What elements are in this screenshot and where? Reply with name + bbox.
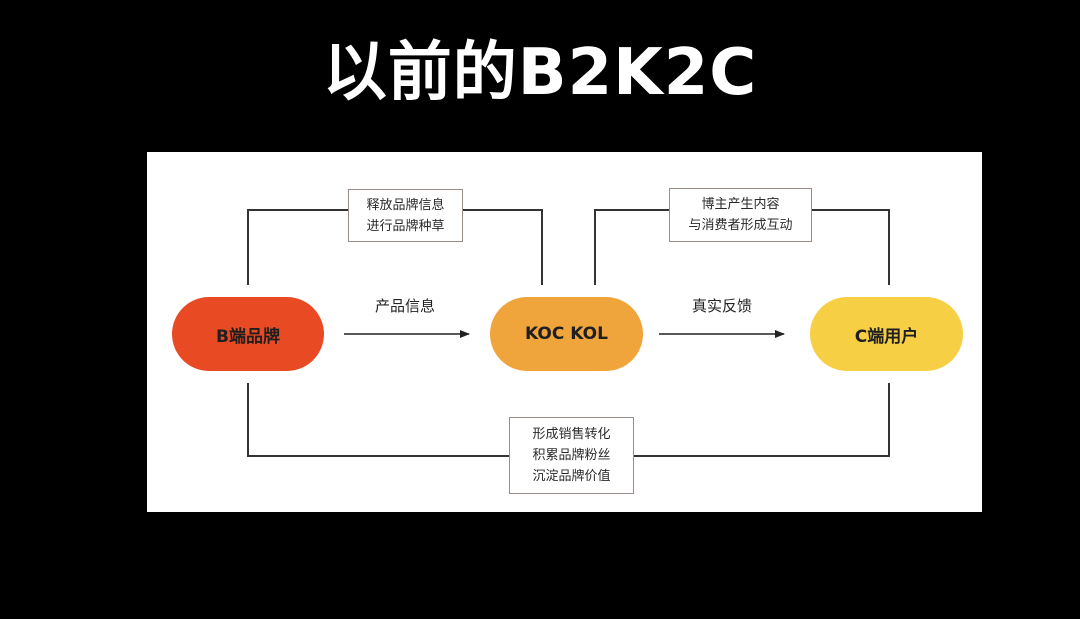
node-koc-kol: KOC KOL: [490, 297, 643, 371]
box-line: 与消费者形成互动: [688, 218, 793, 233]
flow-label-real-feedback: 真实反馈: [691, 297, 752, 315]
diagram-panel: 释放品牌信息 进行品牌种草 博主产生内容 与消费者形成互动 形成销售转化 积累品…: [147, 152, 982, 512]
node-consumer: C端用户: [810, 297, 963, 371]
box-line: 形成销售转化: [532, 427, 611, 442]
box-line: 进行品牌种草: [366, 218, 445, 234]
box-sales-conversion: 形成销售转化 积累品牌粉丝 沉淀品牌价值: [509, 417, 634, 494]
node-brand: B端品牌: [172, 297, 324, 371]
box-line: 博主产生内容: [701, 197, 780, 212]
box-line: 沉淀品牌价值: [532, 469, 611, 484]
box-line: 积累品牌粉丝: [532, 448, 611, 463]
box-release-brand-info: 释放品牌信息 进行品牌种草: [348, 189, 463, 242]
flow-label-product-info: 产品信息: [374, 297, 435, 315]
box-blogger-content: 博主产生内容 与消费者形成互动: [669, 188, 812, 242]
slide-title: 以前的B2K2C: [322, 36, 758, 110]
box-line: 释放品牌信息: [366, 197, 445, 213]
